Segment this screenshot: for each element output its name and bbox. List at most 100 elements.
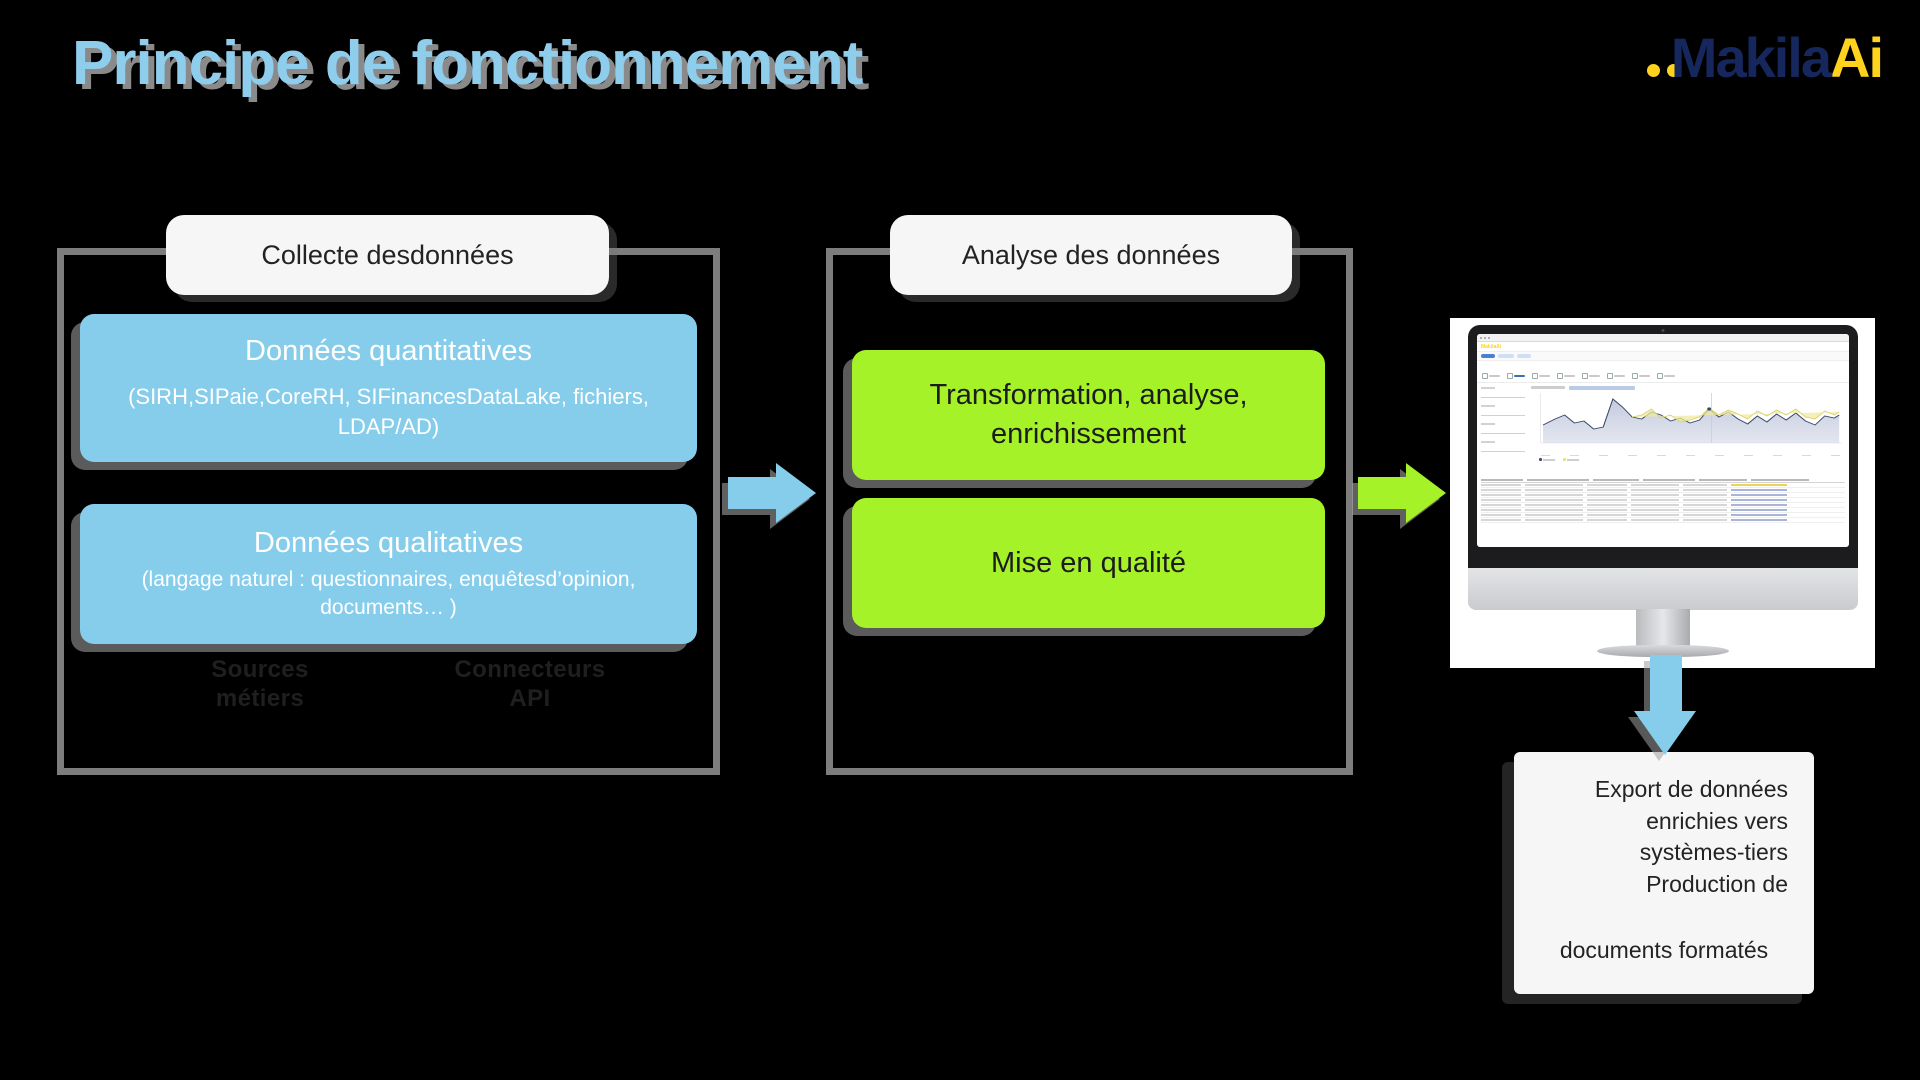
- arrow-head: [1406, 463, 1446, 523]
- browser-topbar: [1477, 334, 1849, 342]
- column-header[interactable]: [1593, 478, 1639, 481]
- filter-label: [1481, 422, 1495, 425]
- chart-x-axis: [1531, 454, 1844, 457]
- filter-group[interactable]: [1481, 404, 1525, 416]
- tab-item[interactable]: [1557, 373, 1575, 379]
- table-row[interactable]: [1481, 483, 1845, 488]
- nav-pill[interactable]: [1517, 354, 1531, 358]
- table-row[interactable]: [1481, 498, 1845, 503]
- logo-text-accent: Ai: [1830, 26, 1884, 89]
- dashboard-logo: MakilaAi: [1481, 344, 1501, 350]
- column-header[interactable]: [1751, 478, 1809, 481]
- filter-group[interactable]: [1481, 440, 1525, 452]
- card-export-donnees: Export de données enrichies vers système…: [1514, 752, 1814, 994]
- column-header[interactable]: [1699, 478, 1747, 481]
- dashboard-heading: [1477, 361, 1849, 371]
- dashboard-logo-primary: Makila: [1481, 343, 1497, 350]
- monitor-stand-base: [1597, 645, 1729, 657]
- table-row[interactable]: [1481, 503, 1845, 509]
- tab-item[interactable]: [1607, 373, 1625, 379]
- arrow-head: [776, 463, 816, 523]
- filter-select[interactable]: [1481, 409, 1525, 416]
- arrow-shaft: [1358, 477, 1410, 509]
- table-row[interactable]: [1481, 508, 1845, 514]
- filter-group[interactable]: [1481, 422, 1525, 434]
- table-row[interactable]: [1481, 518, 1845, 524]
- table-row[interactable]: [1481, 488, 1845, 493]
- monitor-stand-neck: [1636, 609, 1690, 649]
- monitor-screen: MakilaAi: [1477, 334, 1849, 547]
- filter-select[interactable]: [1481, 391, 1525, 398]
- tab-item[interactable]: [1482, 373, 1500, 379]
- legend-swatch: [1539, 458, 1542, 461]
- legend-swatch: [1563, 458, 1566, 461]
- column-header[interactable]: [1527, 478, 1589, 481]
- chart-annotation: [1569, 385, 1635, 390]
- x-tick-label: [1744, 454, 1753, 457]
- dashboard-logo-accent: Ai: [1496, 343, 1502, 350]
- filter-select[interactable]: [1481, 427, 1525, 434]
- monitor-chin: [1468, 568, 1858, 610]
- browser-dot-icon: [1480, 336, 1482, 339]
- card-title: Données quantitatives: [245, 335, 532, 368]
- dashboard-filter-panel: [1477, 383, 1529, 475]
- logo-dots: [1645, 30, 1680, 86]
- arrow-head: [1634, 711, 1696, 755]
- tab-item[interactable]: [1657, 373, 1675, 379]
- x-tick-label: [1541, 454, 1550, 457]
- filter-select[interactable]: [1481, 445, 1525, 452]
- monitor-bezel: MakilaAi: [1468, 325, 1858, 573]
- table-row[interactable]: [1481, 493, 1845, 498]
- x-tick-label: [1686, 454, 1695, 457]
- brand-logo: Makila Ai: [1645, 26, 1912, 96]
- data-table: [1477, 478, 1849, 524]
- export-text-primary: Export de données enrichies vers système…: [1594, 776, 1788, 898]
- chart-legend: [1531, 456, 1844, 461]
- logo-dot-right-icon: [1666, 64, 1680, 77]
- stage-label-collecte: Collecte desdonnées: [166, 215, 609, 295]
- tab-item[interactable]: [1632, 373, 1650, 379]
- dashboard-monitor: MakilaAi: [1468, 325, 1858, 657]
- stage-label-analyse: Analyse des données: [890, 215, 1292, 295]
- tab-label: [1639, 374, 1650, 377]
- card-mise-en-qualite: Mise en qualité: [852, 498, 1325, 628]
- nav-pill[interactable]: [1498, 354, 1514, 358]
- arrow-shaft: [728, 477, 780, 509]
- filter-group[interactable]: [1481, 386, 1525, 398]
- table-header-row: [1481, 478, 1845, 483]
- tab-label: [1489, 374, 1500, 377]
- legend-item: [1539, 458, 1555, 461]
- filter-label: [1481, 386, 1495, 389]
- tab-item-active[interactable]: [1507, 373, 1525, 379]
- dashboard-tabs: [1477, 371, 1849, 383]
- tab-label: [1564, 374, 1575, 377]
- nav-pill[interactable]: [1481, 354, 1495, 358]
- tab-icon: [1507, 373, 1513, 379]
- tab-item[interactable]: [1532, 373, 1550, 379]
- card-donnees-qualitatives: Données qualitatives (langage naturel : …: [80, 504, 697, 644]
- x-tick-label: [1773, 454, 1782, 457]
- tab-icon: [1632, 373, 1638, 379]
- chart-caption-text: [1531, 386, 1565, 389]
- filter-label: [1481, 404, 1495, 407]
- dashboard-brandbar: MakilaAi: [1477, 342, 1849, 352]
- filter-label: [1481, 440, 1495, 443]
- card-donnees-quantitatives: Données quantitatives (SIRH,SIPaie,CoreR…: [80, 314, 697, 462]
- table-row[interactable]: [1481, 513, 1845, 519]
- tab-label: [1539, 374, 1550, 377]
- dashboard-body: [1477, 383, 1849, 475]
- x-tick-label: [1715, 454, 1724, 457]
- legend-label: [1567, 458, 1579, 461]
- column-header[interactable]: [1643, 478, 1695, 481]
- legend-label: [1543, 458, 1555, 461]
- legend-item: [1563, 458, 1579, 461]
- tab-item[interactable]: [1582, 373, 1600, 379]
- tab-icon: [1557, 373, 1563, 379]
- page-title: Principe de fonctionnement: [72, 29, 863, 98]
- card-title: Données qualitatives: [253, 526, 524, 559]
- column-header[interactable]: [1481, 478, 1523, 481]
- x-tick-label: [1831, 454, 1840, 457]
